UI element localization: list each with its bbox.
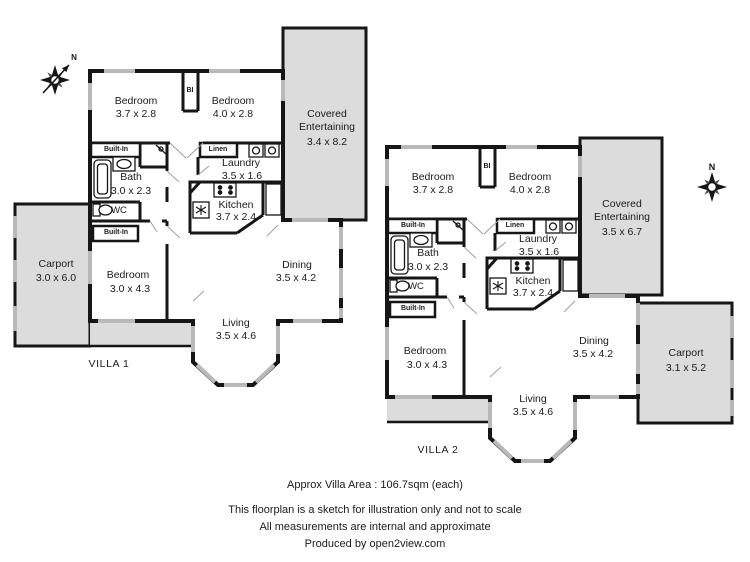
compass2-north-label: N — [709, 162, 716, 172]
villa2-kitchen-name: Kitchen — [515, 275, 551, 287]
villa1-linen-label: Linen — [208, 146, 228, 153]
compass-northeast-icon: N — [39, 53, 77, 96]
villa2-laundry-dims: 3.5 x 1.6 — [518, 246, 560, 258]
villa1-living-name: Living — [222, 317, 250, 329]
compass-north-icon: N — [696, 162, 728, 203]
footer-credit: Produced by open2view.com — [304, 538, 446, 550]
villa1-walkway — [90, 323, 193, 348]
villa1-laundry-name: Laundry — [222, 157, 260, 169]
footer-approx-area: Approx Villa Area : 106.7sqm (each) — [287, 479, 463, 491]
villa2-carport-area — [636, 301, 734, 425]
villa2-kitchen-dims: 3.7 x 2.4 — [512, 287, 554, 299]
villa2-built-in-lower-label: Built-In — [400, 305, 426, 312]
villa2-wc-label: WC — [408, 281, 424, 292]
villa1-bedroom-rear-name: Bedroom — [106, 269, 150, 281]
villa1-living-dims: 3.5 x 4.6 — [215, 330, 257, 342]
villa2-covered-entertaining-name: Covered Entertaining — [593, 198, 651, 223]
villa2-bedroom-mid-name: Bedroom — [508, 171, 552, 183]
villa1-bedroom-rear-dims: 3.0 x 4.3 — [109, 283, 151, 295]
villa2-carport-dims: 3.1 x 5.2 — [665, 362, 707, 374]
villa2-laundry-name: Laundry — [519, 233, 557, 245]
villa2-bedroom-rear-name: Bedroom — [403, 345, 447, 357]
villa1-covered-entertaining-name: Covered Entertaining — [298, 108, 356, 133]
villa1-carport-area — [13, 202, 92, 348]
villa2-dining-name: Dining — [579, 335, 609, 347]
villa1-built-in-upper-label: Built-In — [103, 146, 129, 153]
villa1-dining-dims: 3.5 x 4.2 — [275, 272, 317, 284]
villa2-living-name: Living — [519, 393, 547, 405]
villa2-linen-label: Linen — [505, 222, 525, 229]
villa1-bedroom-front-dims: 3.7 x 2.8 — [115, 108, 157, 120]
villa2-walkway — [387, 399, 490, 424]
footer-disclaimer-scale: This floorplan is a sketch for illustrat… — [228, 504, 522, 516]
villa2-covered-entertaining-area — [578, 136, 664, 297]
villa2-bedroom-mid-dims: 4.0 x 2.8 — [509, 184, 551, 196]
villa1-carport-dims: 3.0 x 6.0 — [35, 272, 77, 284]
villa2-bath-name: Bath — [417, 247, 439, 259]
villa2-living-dims: 3.5 x 4.6 — [512, 406, 554, 418]
villa1-bath-name: Bath — [120, 171, 142, 183]
villa2-carport-name: Carport — [668, 347, 704, 359]
footer-disclaimer-measurements: All measurements are internal and approx… — [259, 521, 491, 533]
villa1-built-in-lower-label: Built-In — [103, 229, 129, 236]
villa1-bedroom-mid-dims: 4.0 x 2.8 — [212, 108, 254, 120]
villa1-bath-dims: 3.0 x 2.3 — [110, 185, 152, 197]
villa2-bi-label: BI — [483, 163, 491, 170]
compass1-north-label: N — [71, 53, 77, 62]
villa2-bedroom-front-dims: 3.7 x 2.8 — [412, 184, 454, 196]
villa2-covered-entertaining-dims: 3.5 x 6.7 — [601, 226, 643, 238]
villa2-bedroom-rear-dims: 3.0 x 4.3 — [406, 359, 448, 371]
villa1-covered-entertaining-dims: 3.4 x 8.2 — [306, 136, 348, 148]
villa2-bedroom-front-name: Bedroom — [411, 171, 455, 183]
villa1-kitchen-dims: 3.7 x 2.4 — [215, 211, 257, 223]
villa2-dining-dims: 3.5 x 4.2 — [572, 348, 614, 360]
villa2-title: VILLA 2 — [417, 444, 459, 456]
villa1-wc-label: WC — [111, 205, 127, 216]
villa2-bath-dims: 3.0 x 2.3 — [407, 261, 449, 273]
villa1-bedroom-mid-name: Bedroom — [211, 95, 255, 107]
villa1-kitchen-name: Kitchen — [218, 199, 254, 211]
villa1-bi-label: BI — [186, 87, 194, 94]
villa2-built-in-upper-label: Built-In — [400, 222, 426, 229]
villa1-bedroom-front-name: Bedroom — [114, 95, 158, 107]
villa1-laundry-dims: 3.5 x 1.6 — [221, 170, 263, 182]
villa1-carport-name: Carport — [38, 258, 74, 270]
villa1-dining-name: Dining — [282, 259, 312, 271]
villa1-title: VILLA 1 — [88, 358, 130, 370]
